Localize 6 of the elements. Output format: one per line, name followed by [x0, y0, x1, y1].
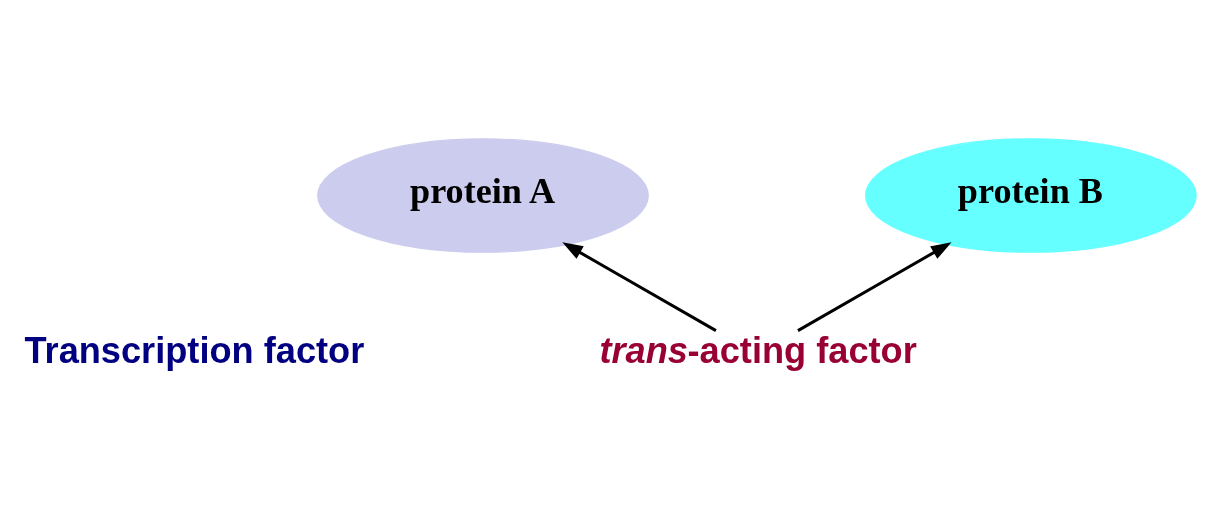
node-text: trans-acting factor	[599, 330, 917, 372]
arrow	[562, 242, 717, 332]
node-ellipse: protein B	[864, 138, 1197, 253]
arrow	[797, 242, 952, 332]
label: Transcription factor	[24, 330, 365, 372]
node-ellipse: protein A	[317, 138, 649, 253]
